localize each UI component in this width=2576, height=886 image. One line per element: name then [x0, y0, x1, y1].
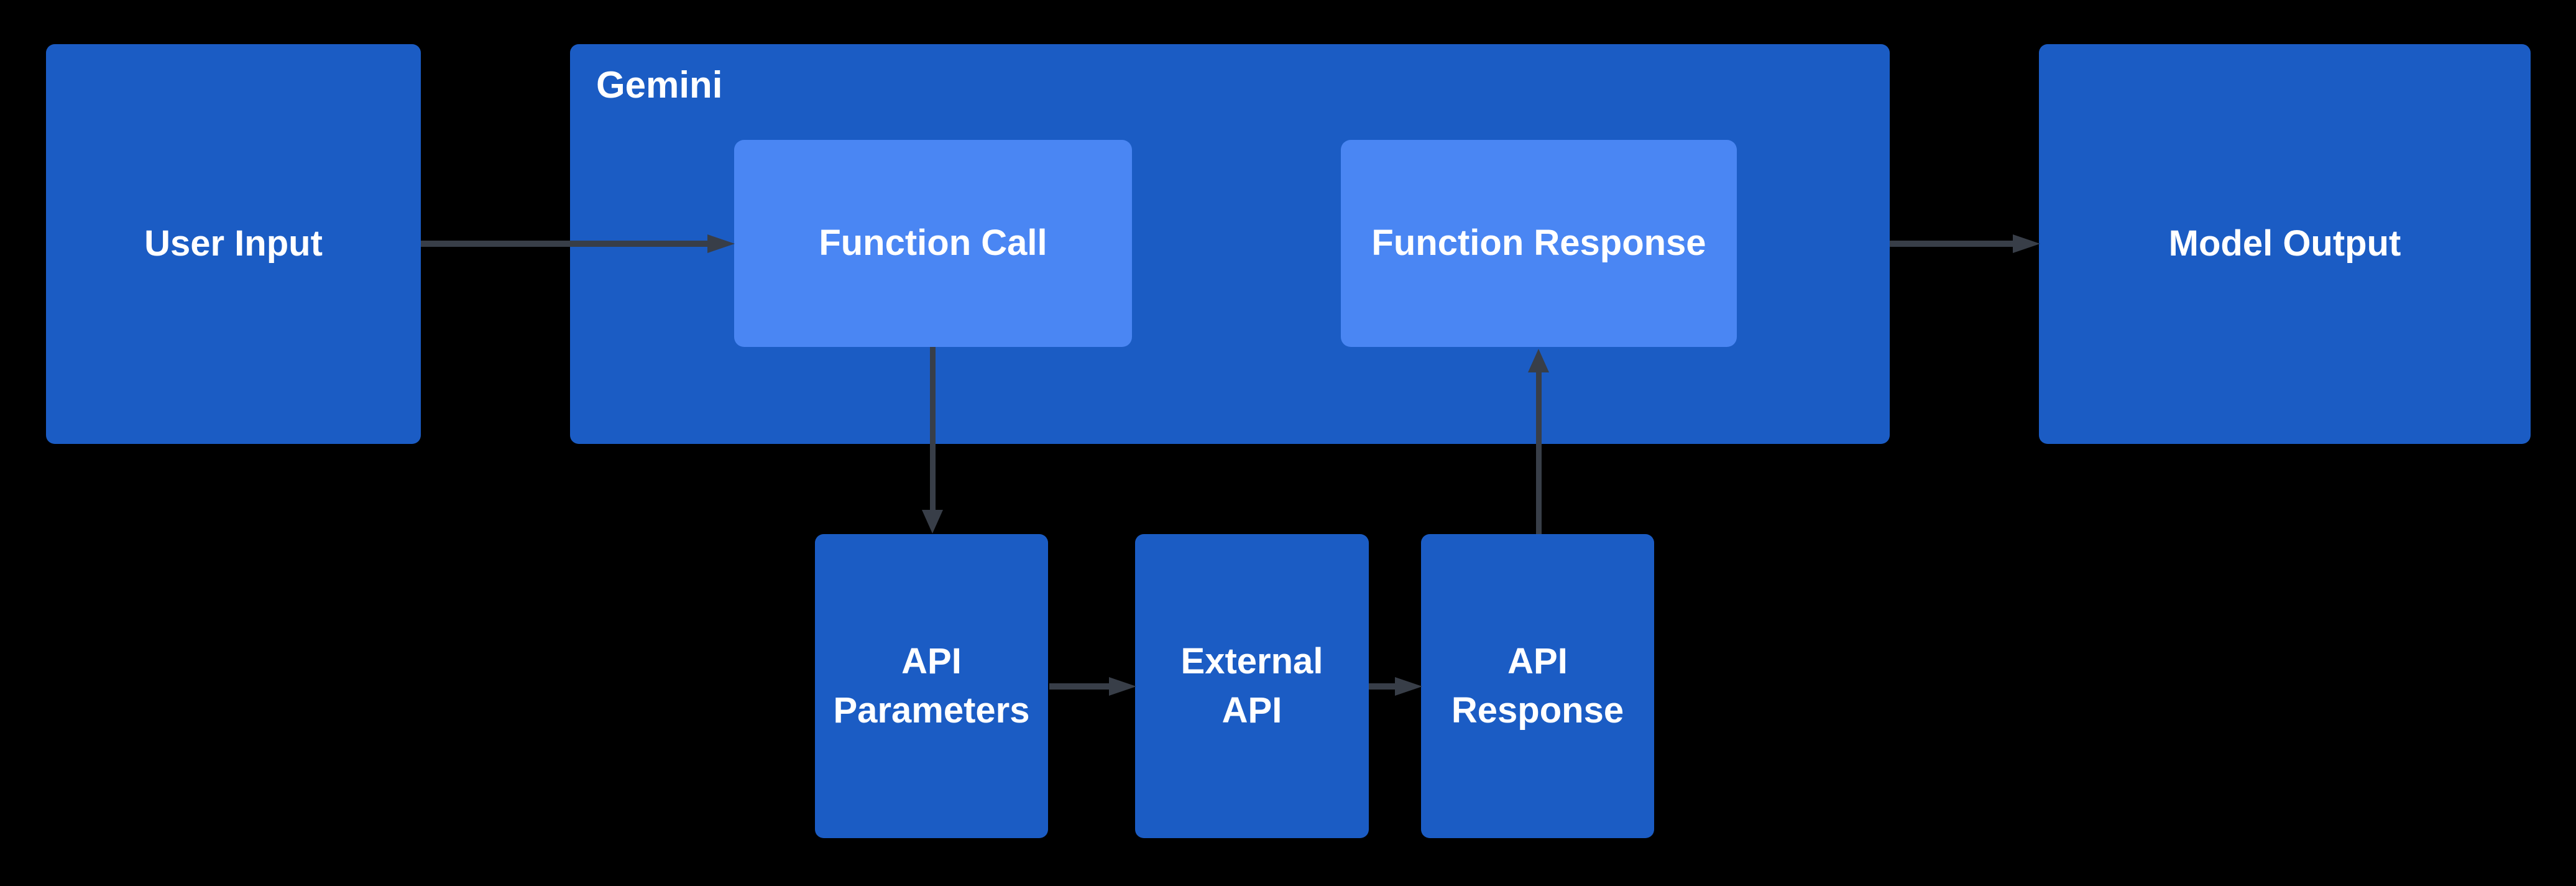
node-function-response: Function Response	[1341, 140, 1737, 347]
arrowhead-right-icon	[1109, 677, 1136, 696]
node-user-input-label: User Input	[144, 223, 323, 264]
arrowhead-right-icon	[707, 234, 735, 253]
arrow-api-response-to-function-response	[1536, 372, 1542, 534]
node-function-call-label: Function Call	[819, 223, 1047, 264]
arrow-external-api-to-api-response	[1369, 683, 1397, 690]
arrow-user-input-to-function-call	[421, 241, 709, 247]
arrowhead-down-icon	[922, 510, 943, 533]
node-gemini-label: Gemini	[596, 64, 723, 106]
node-external-api-label: External API	[1180, 641, 1323, 731]
arrow-gemini-to-model-output	[1890, 241, 2014, 247]
arrow-api-parameters-to-external-api	[1049, 683, 1110, 690]
node-api-parameters: API Parameters	[815, 534, 1048, 838]
node-api-response: API Response	[1421, 534, 1654, 838]
node-model-output: Model Output	[2039, 44, 2531, 444]
node-function-call: Function Call	[734, 140, 1132, 347]
arrowhead-right-icon	[1395, 677, 1422, 696]
arrow-function-call-to-api-parameters	[930, 347, 936, 511]
node-function-response-label: Function Response	[1371, 223, 1706, 264]
arrowhead-up-icon	[1528, 349, 1549, 372]
arrowhead-right-icon	[2013, 234, 2040, 253]
node-api-response-label: API Response	[1451, 641, 1624, 731]
node-model-output-label: Model Output	[2168, 223, 2401, 264]
node-external-api: External API	[1135, 534, 1369, 838]
node-api-parameters-label: API Parameters	[833, 641, 1030, 731]
node-user-input: User Input	[46, 44, 421, 444]
